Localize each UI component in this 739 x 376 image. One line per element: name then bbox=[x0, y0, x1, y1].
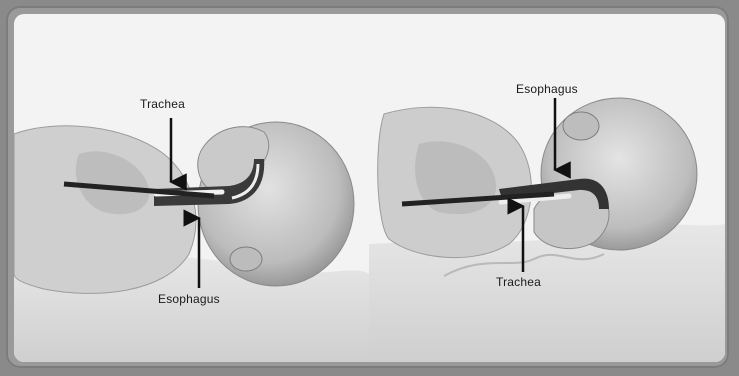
right-patient-illustration bbox=[369, 98, 725, 362]
right-esophagus-label: Esophagus bbox=[516, 82, 578, 96]
left-ear bbox=[230, 247, 262, 271]
left-patient-illustration bbox=[14, 118, 369, 362]
intubation-illustration bbox=[14, 14, 725, 362]
right-ear bbox=[563, 112, 599, 140]
right-trachea-label: Trachea bbox=[496, 275, 541, 289]
left-trachea-label: Trachea bbox=[140, 97, 185, 111]
illustration-panel: Trachea Esophagus Esophagus Trachea bbox=[14, 14, 725, 362]
left-esophagus-label: Esophagus bbox=[158, 292, 220, 306]
